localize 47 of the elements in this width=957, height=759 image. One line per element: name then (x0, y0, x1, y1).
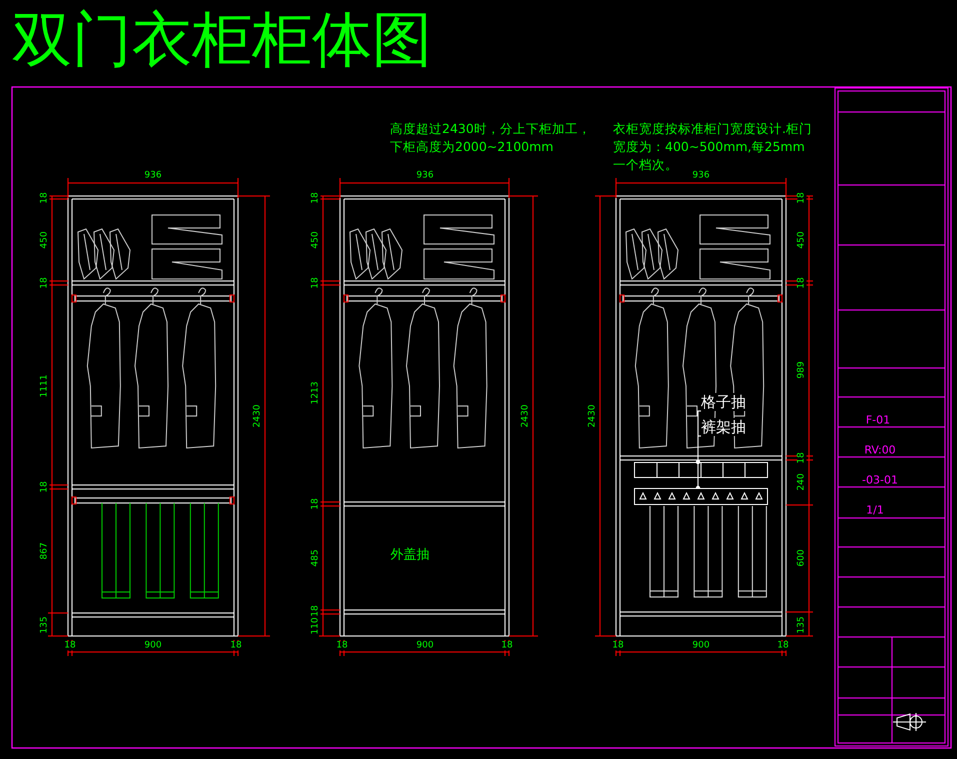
dimension-text: 18 (64, 642, 76, 650)
dimension-text: 18 (798, 192, 806, 204)
title: 双门衣柜柜体图 (12, 10, 432, 70)
dimension-text: 867 (40, 542, 50, 560)
dimension-text: 135 (798, 616, 806, 634)
dimension-text: 1213 (312, 382, 320, 404)
dimension-text: 240 (798, 473, 806, 491)
title-block-text: RV:00 (864, 444, 896, 456)
dimension-text: 18 (312, 192, 320, 204)
dimension-text: 110 (312, 617, 320, 635)
dimension-text: 450 (312, 231, 320, 249)
dimension-text: 18 (501, 642, 513, 650)
dimension-text: 18 (777, 642, 789, 650)
dimension-text: 450 (798, 231, 806, 249)
dimension-text: 1111 (40, 374, 50, 398)
grid-drawer (634, 462, 768, 478)
part-label: 外盖抽 (390, 548, 430, 562)
dimension-text: 936 (416, 172, 434, 180)
title-block-text: F-01 (866, 414, 890, 426)
dimension-text: 900 (692, 642, 710, 650)
dimension-text: 2430 (588, 404, 598, 428)
dimension-text: 18 (312, 605, 320, 617)
dimension-text: 900 (416, 642, 434, 650)
dimension-text: 135 (40, 616, 50, 634)
dimension-text: 18 (40, 192, 50, 204)
dimension-text: 450 (40, 231, 50, 249)
dimension-text: 18 (798, 277, 806, 289)
dimension-text: 2430 (522, 404, 530, 428)
dimension-text: 18 (798, 452, 806, 464)
dimension-text: 600 (798, 549, 806, 567)
leader-line (696, 410, 702, 464)
dimension-text: 936 (144, 172, 162, 180)
dimension-text: 989 (798, 361, 806, 379)
dimension-text: 485 (312, 549, 320, 567)
dimension-text: 2430 (254, 404, 262, 428)
dimension-text: 18 (312, 498, 320, 510)
dimension-text: 18 (612, 642, 624, 650)
title-block-text: -03-01 (862, 474, 898, 486)
dimension-text: 18 (40, 277, 50, 289)
dimension-text: 18 (40, 481, 50, 493)
dimension-text: 18 (312, 277, 320, 289)
dimension-text: 18 (230, 642, 242, 650)
leader-line (696, 436, 702, 490)
dimension-text: 900 (144, 642, 162, 650)
dimension-text: 18 (336, 642, 348, 650)
trouser-rack (634, 488, 768, 505)
title-block-text: 1/1 (866, 504, 884, 516)
